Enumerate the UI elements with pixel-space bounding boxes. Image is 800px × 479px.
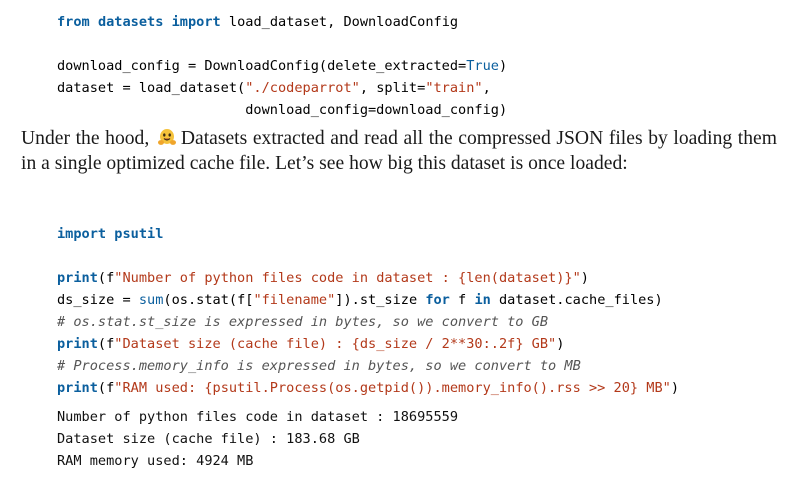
- code-token: "filename": [253, 292, 336, 308]
- code-token: datasets: [97, 14, 164, 30]
- paragraph-text-rest: Datasets extracted and read all the comp…: [21, 128, 777, 174]
- code-token: print: [57, 336, 98, 352]
- code-token: psutil: [114, 226, 164, 242]
- code-token: ): [670, 380, 680, 396]
- code-token: ]).st_size: [335, 292, 426, 308]
- code-token: # os.stat.st_size is expressed in bytes,…: [57, 314, 549, 330]
- code-token: sum: [138, 292, 164, 308]
- code-token: for: [425, 292, 450, 308]
- code-token: ): [580, 270, 589, 286]
- code-line: print(f"RAM used: {psutil.Process(os.get…: [57, 380, 679, 396]
- code-token: print: [57, 380, 98, 396]
- code-token: dataset = load_dataset(: [57, 80, 246, 96]
- code-line: from datasets import load_dataset, Downl…: [57, 14, 458, 30]
- code-token: ds_size =: [57, 292, 139, 308]
- code-token: True: [466, 58, 499, 74]
- code-token: (os.stat(f[: [163, 292, 254, 308]
- output-line: Dataset size (cache file) : 183.68 GB: [57, 431, 360, 447]
- code-line: download_config=download_config): [57, 102, 507, 118]
- body-paragraph: Under the hood, Datasets extracted and r…: [21, 127, 777, 176]
- code-line: print(f"Dataset size (cache file) : {ds_…: [57, 336, 564, 352]
- code-token: import: [57, 226, 107, 242]
- code-line: dataset = load_dataset("./codeparrot", s…: [57, 80, 491, 96]
- code-line: download_config = DownloadConfig(delete_…: [57, 58, 507, 74]
- paragraph-text-start: Under the hood,: [21, 128, 150, 149]
- code-token: dataset.cache_files): [490, 292, 663, 308]
- code-line: import psutil: [57, 226, 163, 242]
- code-token: download_config = DownloadConfig(delete_…: [57, 58, 467, 74]
- code-token: (f: [97, 270, 115, 286]
- code-token: ): [556, 336, 565, 352]
- output-line: RAM memory used: 4924 MB: [57, 453, 254, 469]
- code-token: "./codeparrot": [245, 80, 360, 96]
- hugging-face-icon: [157, 129, 176, 145]
- code-token: "Dataset size (cache file) : {ds_size / …: [114, 336, 557, 352]
- code-token: "Number of python files code in dataset …: [114, 270, 581, 286]
- code-token: [90, 14, 98, 30]
- code-token: "RAM used: {psutil.Process(os.getpid()).…: [114, 380, 671, 396]
- code-token: # Process.memory_info is expressed in by…: [57, 358, 581, 374]
- code-block-dataset-size: import psutil print(f"Number of python f…: [57, 223, 679, 399]
- code-token: download_config=download_config): [57, 102, 508, 118]
- code-line: # Process.memory_info is expressed in by…: [57, 358, 581, 374]
- code-line: # os.stat.st_size is expressed in bytes,…: [57, 314, 548, 330]
- code-token: (f: [97, 380, 115, 396]
- code-token: load_dataset, DownloadConfig: [220, 14, 459, 30]
- code-token: in: [474, 292, 491, 308]
- code-token: "train": [425, 80, 483, 96]
- output-line: Number of python files code in dataset :…: [57, 409, 459, 425]
- code-token: ,: [482, 80, 491, 96]
- code-token: f: [449, 292, 475, 308]
- code-block-load-dataset: from datasets import load_dataset, Downl…: [57, 11, 507, 121]
- code-token: , split=: [359, 80, 426, 96]
- code-line: ds_size = sum(os.stat(f["filename"]).st_…: [57, 292, 663, 308]
- code-output: Number of python files code in dataset :…: [57, 406, 458, 472]
- code-token: [163, 14, 171, 30]
- code-token: import: [171, 14, 221, 30]
- code-token: print: [57, 270, 98, 286]
- code-line: print(f"Number of python files code in d…: [57, 270, 589, 286]
- code-token: from: [57, 14, 90, 30]
- code-token: (f: [97, 336, 115, 352]
- code-token: ): [498, 58, 508, 74]
